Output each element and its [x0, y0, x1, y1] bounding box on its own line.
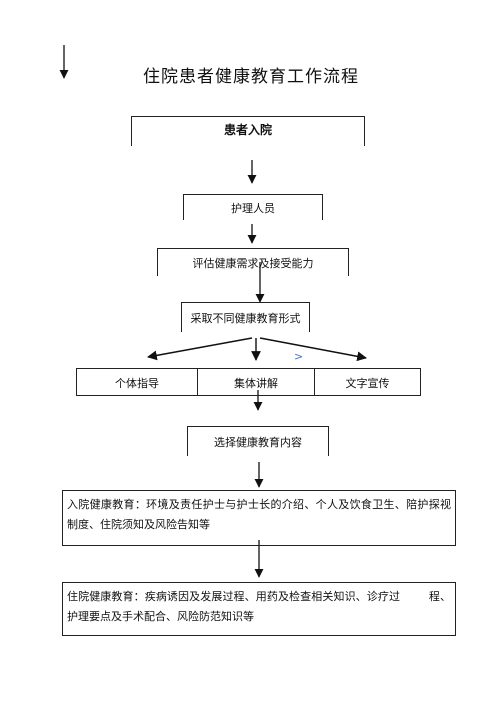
arrow-forms-to-individual	[147, 337, 253, 361]
option-individual: 个体指导	[76, 368, 197, 396]
page-title: 住院患者健康教育工作流程	[143, 67, 359, 87]
step-assess: 评估健康需求及接受能力	[157, 248, 349, 276]
step-assess-label: 评估健康需求及接受能力	[192, 256, 314, 270]
step-forms: 采取不同健康教育形式	[181, 302, 310, 332]
step-nurse-label: 护理人员	[231, 201, 275, 215]
caret-mark: >	[294, 350, 304, 363]
inpatient-education-box: 住院健康教育：疾病诱因及发展过程、用药及检查相关知识、诊疗过 程、护理要点及手术…	[62, 582, 456, 636]
admission-education-box: 入院健康教育：环境及责任护士与护士长的介绍、个人及饮食卫生、陪护探视制度、住院须…	[62, 490, 456, 546]
step-forms-label: 采取不同健康教育形式	[190, 311, 301, 325]
option-individual-label: 个体指导	[115, 377, 159, 390]
admission-education-text: 入院健康教育：环境及责任护士与护士长的介绍、个人及饮食卫生、陪护探视制度、住院须…	[67, 498, 451, 531]
option-written: 文字宣传	[314, 368, 421, 396]
step-select-content-label: 选择健康教育内容	[214, 435, 302, 449]
arrow-forms-to-written	[259, 337, 367, 362]
option-written-label: 文字宣传	[345, 377, 390, 390]
inpatient-education-text: 住院健康教育：疾病诱因及发展过程、用药及检查相关知识、诊疗过 程、护理要点及手术…	[67, 590, 451, 623]
step-select-content: 选择健康教育内容	[187, 426, 329, 456]
step-nurse: 护理人员	[183, 194, 323, 220]
option-group: 集体讲解	[197, 368, 314, 396]
option-group-label: 集体讲解	[234, 377, 278, 390]
step-admission-label: 患者入院	[223, 123, 272, 137]
step-admission: 患者入院	[131, 116, 365, 146]
